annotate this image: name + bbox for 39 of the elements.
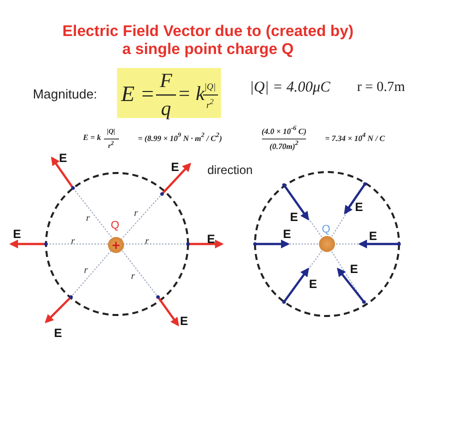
- calculation-text: (0.70m)$^{2}$: [270, 141, 298, 151]
- vector-label: E: [13, 228, 21, 240]
- formula-text: = k: [177, 84, 205, 104]
- vector-label: E: [207, 233, 215, 245]
- point-charge: [319, 236, 335, 252]
- charge-sign: +: [112, 238, 120, 252]
- charge-label: Q: [110, 220, 120, 232]
- vector-label: E: [59, 152, 67, 164]
- given-value: |Q| = 4.00μC: [250, 80, 330, 96]
- formula-text: q: [161, 99, 171, 119]
- title: Electric Field Vector due to (created by) a single point charge Q: [61, 23, 355, 59]
- vector-label: E: [369, 230, 377, 242]
- calculation-text: (4.0 × 10$^{-6}$ C): [262, 126, 306, 136]
- vector-label: E: [171, 161, 179, 173]
- calculation-text: = 7.34 × 10$^{4}$ N / C: [325, 133, 385, 143]
- radius-label: r: [134, 209, 138, 219]
- vector-label: E: [355, 201, 363, 213]
- calculation-text: = (8.99 × 10$^{9}$ N · m$^{2}$ / C$^{2}$): [138, 133, 222, 143]
- formula-text: r$^{2}$: [206, 98, 214, 110]
- formula-text: E =: [121, 83, 155, 105]
- radius-label: r: [145, 237, 149, 247]
- radius-label: r: [71, 237, 75, 247]
- point-charge: [108, 237, 124, 253]
- formula-text: |Q|: [204, 82, 216, 92]
- vector-label: E: [283, 228, 291, 240]
- calculation-text: E = k: [83, 134, 101, 142]
- radius-label: r: [86, 214, 90, 224]
- radius-label: r: [84, 266, 88, 276]
- label: direction: [207, 164, 253, 176]
- charge-label: Q: [322, 224, 330, 236]
- vector-label: E: [350, 263, 358, 275]
- vector-label: E: [180, 315, 188, 327]
- radius-label: r: [131, 272, 135, 282]
- formula-text: F: [160, 71, 172, 91]
- vector-label: E: [309, 278, 317, 290]
- given-value: r = 0.7m: [357, 81, 405, 95]
- label: Magnitude:: [32, 88, 98, 100]
- vector-label: E: [54, 327, 62, 339]
- vector-label: E: [290, 211, 298, 223]
